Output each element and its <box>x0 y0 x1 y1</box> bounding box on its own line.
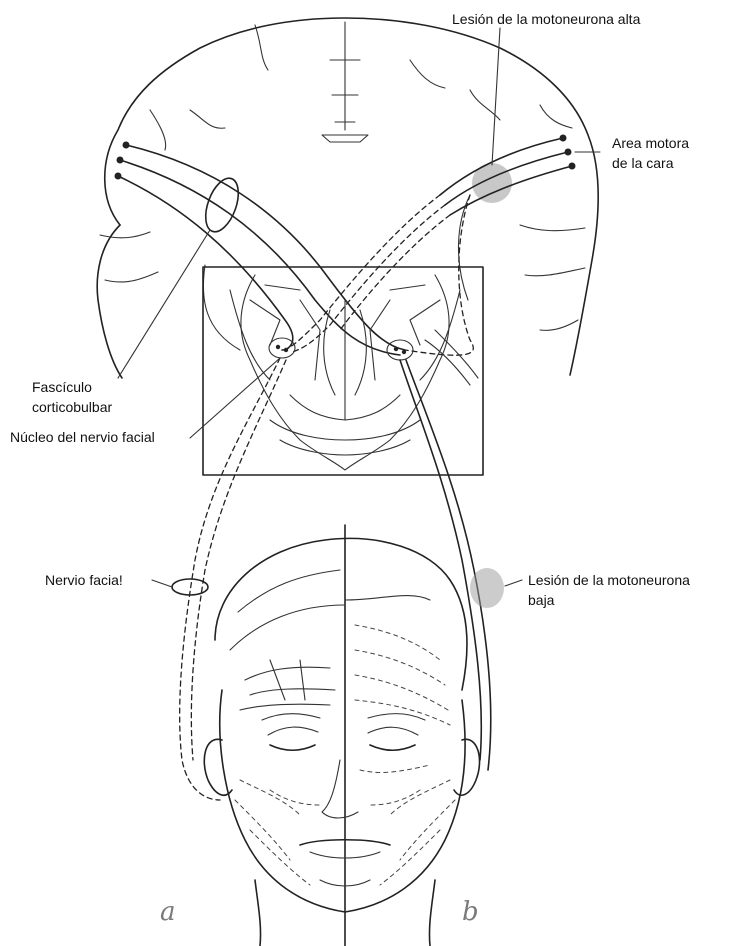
label-lower-motor-neuron-lesion-line2: baja <box>528 592 555 608</box>
label-lower-motor-neuron-lesion-line1: Lesión de la motoneurona <box>528 572 690 588</box>
cortex-neuron-right-1 <box>560 135 567 142</box>
facial-nucleus-left <box>269 338 295 358</box>
cortex-neuron-left-2 <box>117 157 124 164</box>
cortex-neuron-right-2 <box>565 149 572 156</box>
corticobulbar-marker-ellipse <box>199 174 244 236</box>
label-facial-nerve: Nervio facia! <box>45 572 123 588</box>
facial-nucleus-right <box>387 340 413 360</box>
lower-motor-neuron-lesion-spot <box>470 568 504 608</box>
label-facial-nucleus: Núcleo del nervio facial <box>10 429 155 445</box>
label-motor-area-line2: de la cara <box>612 155 674 171</box>
corticobulbar-tracts-right <box>285 135 576 356</box>
labels: Lesión de la motoneurona alta Area motor… <box>10 11 690 927</box>
facial-nerves <box>172 358 504 800</box>
label-corticobulbar-line2: corticobulbar <box>32 399 112 415</box>
face-drawing <box>204 525 479 946</box>
label-side-a: a <box>160 897 176 927</box>
label-corticobulbar-line1: Fascículo <box>32 379 92 395</box>
label-upper-motor-neuron-lesion: Lesión de la motoneurona alta <box>452 11 641 27</box>
leader-lines <box>118 28 600 587</box>
cortex-neuron-left-1 <box>123 142 130 149</box>
cortex-neuron-left-3 <box>115 173 122 180</box>
corticobulbar-tracts-left <box>115 142 406 356</box>
cortex-neuron-right-3 <box>569 163 576 170</box>
label-motor-area-line1: Area motora <box>612 135 689 151</box>
label-side-b: b <box>462 897 479 927</box>
brain-section <box>97 18 598 378</box>
